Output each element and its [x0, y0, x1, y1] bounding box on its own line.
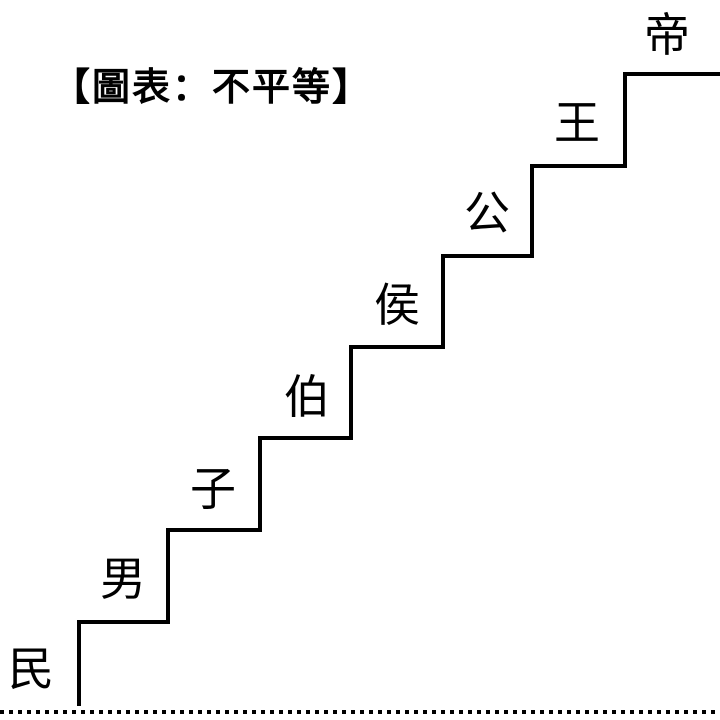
diagram-title: 【圖表：不平等】	[52, 64, 373, 109]
rank-label-wang: 王	[554, 96, 600, 150]
rank-label-nan: 男	[100, 552, 146, 606]
rank-label-di: 帝	[644, 8, 690, 62]
rank-label-zi: 子	[190, 462, 236, 516]
rank-label-bo: 伯	[284, 370, 330, 424]
rank-label-min: 民	[8, 642, 54, 696]
staircase-steps	[77, 72, 720, 706]
rank-label-hou: 侯	[374, 278, 420, 332]
rank-label-gong: 公	[464, 186, 510, 240]
